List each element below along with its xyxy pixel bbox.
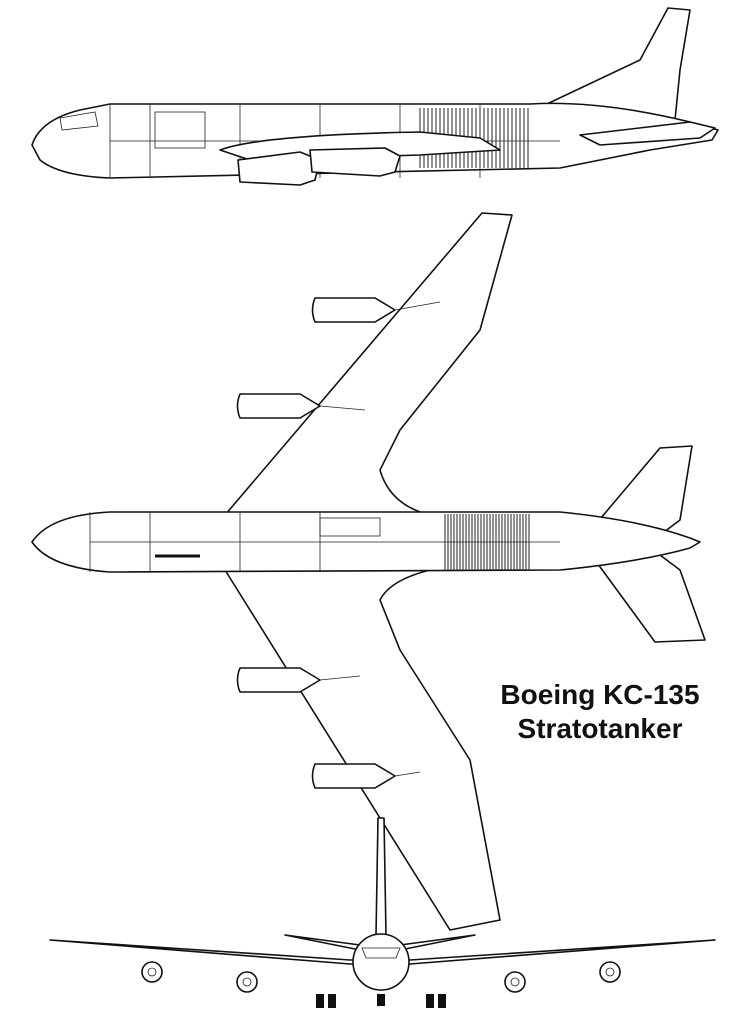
front-engine-4 (599, 961, 621, 983)
side-engine-1 (237, 151, 321, 186)
front-engine-1 (141, 961, 163, 983)
top-engine-3 (236, 667, 321, 693)
side-stabilizer (579, 121, 716, 146)
top-engine-4 (311, 763, 396, 789)
front-view (49, 817, 716, 1008)
front-engines (141, 961, 621, 993)
side-view (31, 7, 719, 186)
title-line-2: Stratotanker (517, 713, 683, 744)
top-lower-wing (224, 569, 501, 931)
top-lower-stabilizer (594, 554, 706, 643)
front-wing (49, 939, 716, 965)
front-engine-3 (504, 971, 526, 993)
title-line-1: Boeing KC-135 (500, 679, 700, 710)
aircraft-title: Boeing KC-135 Stratotanker (470, 678, 730, 746)
top-engine-2 (236, 393, 321, 419)
front-landing-gear (316, 994, 446, 1008)
front-fin (375, 817, 387, 936)
top-upper-wing (224, 212, 513, 516)
front-engine-2 (236, 971, 258, 993)
top-engine-1 (311, 297, 396, 323)
side-engine-2 (309, 147, 401, 177)
front-fuselage (352, 933, 410, 991)
top-hatching (444, 514, 530, 570)
top-view (31, 212, 706, 931)
